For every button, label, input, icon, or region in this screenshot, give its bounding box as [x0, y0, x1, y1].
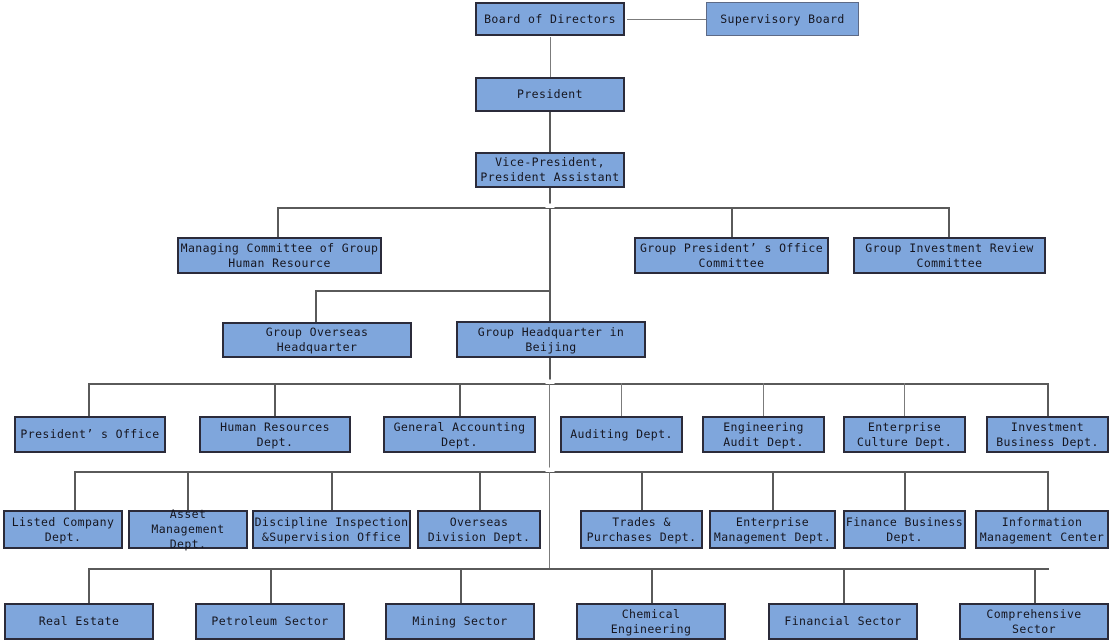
drop-general-accounting — [459, 383, 461, 416]
node-group-overseas-headquarter[interactable]: Group Overseas Headquarter — [222, 322, 412, 358]
node-overseas-division-dept[interactable]: Overseas Division Dept. — [417, 510, 541, 549]
drop-financial-sector — [843, 568, 845, 603]
node-auditing-dept[interactable]: Auditing Dept. — [560, 416, 683, 453]
node-chemical-engineering[interactable]: Chemical Engineering — [576, 603, 726, 640]
node-vice-president[interactable]: Vice-President, President Assistant — [475, 152, 625, 188]
node-group-headquarter-beijing[interactable]: Group Headquarter in Beijing — [456, 321, 646, 358]
bus-level8 — [88, 568, 1049, 570]
bus-notch-level6 — [545, 379, 555, 384]
node-information-management-center[interactable]: Information Management Center — [975, 510, 1109, 549]
node-trades-purchases-dept[interactable]: Trades & Purchases Dept. — [580, 510, 703, 549]
drop-enterprise-management — [772, 471, 774, 510]
drop-overseas-division — [479, 471, 481, 510]
node-presidents-office[interactable]: President’ s Office — [14, 416, 166, 453]
drop-presidents-office — [88, 383, 90, 416]
node-board-of-directors[interactable]: Board of Directors — [475, 2, 625, 36]
bus-notch-level7 — [545, 467, 555, 472]
node-investment-business-dept[interactable]: Investment Business Dept. — [986, 416, 1109, 453]
drop-asset-management — [187, 471, 189, 510]
drop-president-office-committee — [731, 207, 733, 237]
drop-listed-company — [74, 471, 76, 510]
drop-petroleum-sector — [270, 568, 272, 603]
edge-vp-bus4 — [549, 187, 551, 208]
node-discipline-inspection-supervision-office[interactable]: Discipline Inspection &Supervision Offic… — [252, 510, 411, 549]
drop-trades-purchases — [641, 471, 643, 510]
node-asset-management-dept[interactable]: Asset Management Dept. — [128, 507, 248, 551]
trunk-bus7-bus8 — [549, 471, 550, 568]
trunk-bus6-bus7 — [549, 383, 550, 471]
node-listed-company-dept[interactable]: Listed Company Dept. — [3, 510, 123, 549]
drop-investment-business — [1047, 383, 1049, 416]
node-petroleum-sector[interactable]: Petroleum Sector — [195, 603, 345, 640]
node-group-investment-review-committee[interactable]: Group Investment Review Committee — [853, 237, 1046, 274]
trunk-vp-to-hq — [549, 207, 551, 321]
node-real-estate[interactable]: Real Estate — [4, 603, 154, 640]
node-managing-committee-group-hr[interactable]: Managing Committee of Group Human Resour… — [177, 237, 382, 274]
drop-human-resources — [274, 383, 276, 416]
edge-board-president — [550, 37, 551, 77]
drop-auditing — [621, 383, 622, 416]
drop-investment-review-committee — [948, 207, 950, 237]
node-enterprise-culture-dept[interactable]: Enterprise Culture Dept. — [843, 416, 966, 453]
node-supervisory-board[interactable]: Supervisory Board — [706, 2, 859, 36]
edge-board-supervisory — [627, 19, 706, 20]
node-engineering-audit-dept[interactable]: Engineering Audit Dept. — [702, 416, 825, 453]
drop-mining-sector — [460, 568, 462, 603]
bus-level5-overseas — [315, 290, 550, 292]
bus-level4 — [277, 207, 949, 209]
drop-overseas-hq — [315, 290, 317, 322]
node-president[interactable]: President — [475, 77, 625, 112]
node-general-accounting-dept[interactable]: General Accounting Dept. — [383, 416, 536, 453]
bus-notch-level4 — [545, 203, 555, 208]
bus-level7 — [74, 471, 1049, 473]
drop-managing-committee — [277, 207, 279, 237]
node-financial-sector[interactable]: Financial Sector — [768, 603, 918, 640]
bus-level6 — [88, 383, 1049, 385]
node-human-resources-dept[interactable]: Human Resources Dept. — [199, 416, 351, 453]
node-enterprise-management-dept[interactable]: Enterprise Management Dept. — [709, 510, 836, 549]
edge-hq-bus6 — [549, 358, 551, 384]
node-group-presidents-office-committee[interactable]: Group President’ s Office Committee — [634, 237, 829, 274]
drop-chemical-engineering — [651, 568, 653, 603]
drop-discipline-inspection — [331, 471, 333, 510]
drop-comprehensive-sector — [1034, 568, 1036, 603]
drop-finance-business — [904, 471, 906, 510]
edge-president-vp — [549, 112, 551, 153]
node-mining-sector[interactable]: Mining Sector — [385, 603, 535, 640]
drop-real-estate — [88, 568, 90, 603]
drop-engineering-audit — [763, 383, 764, 416]
node-finance-business-dept[interactable]: Finance Business Dept. — [843, 510, 966, 549]
drop-enterprise-culture — [904, 383, 905, 416]
drop-information-management — [1047, 471, 1049, 510]
node-comprehensive-sector[interactable]: Comprehensive Sector — [959, 603, 1109, 640]
